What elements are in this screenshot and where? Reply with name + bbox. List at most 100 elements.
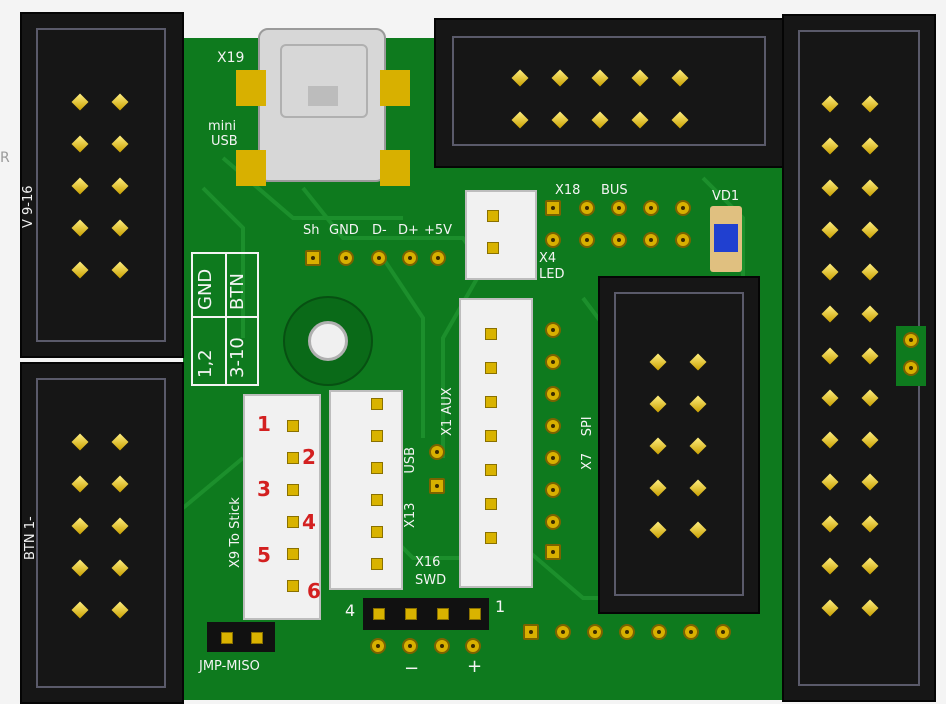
aux-side-pad-6: [545, 482, 561, 498]
bottom-pad-2: [555, 624, 571, 640]
x7-ref: X7: [580, 452, 595, 470]
swd-label: SWD: [415, 573, 447, 588]
aux-side-pad-5: [545, 450, 561, 466]
x13-ref: X13: [403, 502, 418, 528]
idc-header-top: [434, 18, 784, 168]
usb-pad-bl: [236, 150, 266, 186]
x9-pin-5: [287, 548, 299, 560]
x9-pin-3: [287, 484, 299, 496]
idc-header-left-bottom: [20, 362, 184, 704]
aux-side-pad-4: [545, 418, 561, 434]
jumper-pin-1: [221, 632, 233, 644]
x1-aux-label: X1 AUX: [440, 387, 455, 436]
aux-pin-4: [485, 430, 497, 442]
x9-pin-2: [287, 452, 299, 464]
bus-pad-2: [579, 200, 595, 216]
aux-pin-5: [485, 464, 497, 476]
x13-pin-4: [371, 494, 383, 506]
bottom-pad-1: [523, 624, 539, 640]
jmp-miso-label: JMP-MISO: [199, 659, 260, 674]
swd-pad-2: [402, 638, 418, 654]
x13-pin-6: [371, 558, 383, 570]
bottom-pad-3: [587, 624, 603, 640]
x9-label: X9 To Stick: [228, 497, 243, 568]
pin-label-sh: Sh: [303, 223, 320, 238]
x4-pin-1: [487, 210, 499, 222]
x13-pin-3: [371, 462, 383, 474]
x13-pin-5: [371, 526, 383, 538]
usb-pad-tr: [380, 70, 410, 106]
x4-pin-2: [487, 242, 499, 254]
led-vd1: [710, 206, 742, 272]
right-side-pads: [896, 326, 926, 386]
usb-pad-tl: [236, 70, 266, 106]
bottom-pad-6: [683, 624, 699, 640]
bus-label: BUS: [601, 183, 628, 198]
bus-pad-8: [611, 232, 627, 248]
connector-aux-long: [459, 298, 533, 588]
pin-label-dplus: D+: [398, 223, 419, 238]
x13-desc: USB: [403, 446, 418, 474]
usb-pad-4: [402, 250, 418, 266]
idc-header-left-top: [20, 12, 184, 358]
x9-pin-4: [287, 516, 299, 528]
annotation-1: 1: [257, 412, 271, 436]
left-top-label: V 9-16: [21, 185, 36, 228]
bus-pad-6: [545, 232, 561, 248]
annotation-2: 2: [302, 445, 316, 469]
x18-label: X18: [555, 183, 581, 198]
bottom-pad-7: [715, 624, 731, 640]
offboard-text: R: [0, 150, 10, 166]
jumper-miso: [207, 622, 275, 652]
aux-pin-2: [485, 362, 497, 374]
led-label: LED: [539, 267, 565, 282]
x13-usb-label: X13 USB: [403, 446, 418, 528]
annotation-6: 6: [307, 579, 321, 603]
x1-desc: AUX: [440, 387, 455, 415]
mini-usb-connector: [258, 28, 386, 182]
swd-header: [363, 598, 489, 630]
connector-x13: [329, 390, 403, 590]
aux-side-pad-7: [545, 514, 561, 530]
usb-label: USB: [211, 134, 238, 149]
swd-pad-4: [465, 638, 481, 654]
aux-pin-3: [485, 396, 497, 408]
table-btn: BTN: [227, 273, 248, 310]
connector-x9: [243, 394, 321, 620]
usb-pad-2: [338, 250, 354, 266]
idc-header-spi: [598, 276, 760, 614]
swd-pin-b: [405, 608, 417, 620]
connector-x4: [465, 190, 537, 280]
bus-pad-4: [643, 200, 659, 216]
aux-pin-1: [485, 328, 497, 340]
minus-label: −: [404, 658, 420, 679]
jumper-pin-2: [251, 632, 263, 644]
x16-label: X16: [415, 555, 441, 570]
vd1-label: VD1: [712, 189, 740, 204]
annotation-4: 4: [302, 510, 316, 534]
x13-pin-1: [371, 398, 383, 410]
bus-pad-9: [643, 232, 659, 248]
pin-label-5v: +5V: [424, 223, 453, 238]
x9-pin-1: [287, 420, 299, 432]
bus-pad-3: [611, 200, 627, 216]
usb-pad-1: [305, 250, 321, 266]
swd-pin-4: 4: [345, 601, 356, 620]
bus-pad-5: [675, 200, 691, 216]
table-pins-1: 1,2: [195, 349, 216, 378]
x1-ref: X1: [440, 418, 455, 436]
bottom-pad-4: [619, 624, 635, 640]
bus-pad-10: [675, 232, 691, 248]
bottom-pad-5: [651, 624, 667, 640]
aux-side-pad-8: [545, 544, 561, 560]
x1-pad-1: [429, 444, 445, 460]
usb-pad-br: [380, 150, 410, 186]
annotation-5: 5: [257, 543, 271, 567]
swd-pad-1: [370, 638, 386, 654]
aux-side-pad-3: [545, 386, 561, 402]
aux-pin-6: [485, 498, 497, 510]
x9-desc: To Stick: [228, 497, 243, 547]
left-bottom-label: BTN 1-: [23, 516, 38, 560]
usb-pad-3: [371, 250, 387, 266]
x9-ref: X9: [228, 550, 243, 568]
